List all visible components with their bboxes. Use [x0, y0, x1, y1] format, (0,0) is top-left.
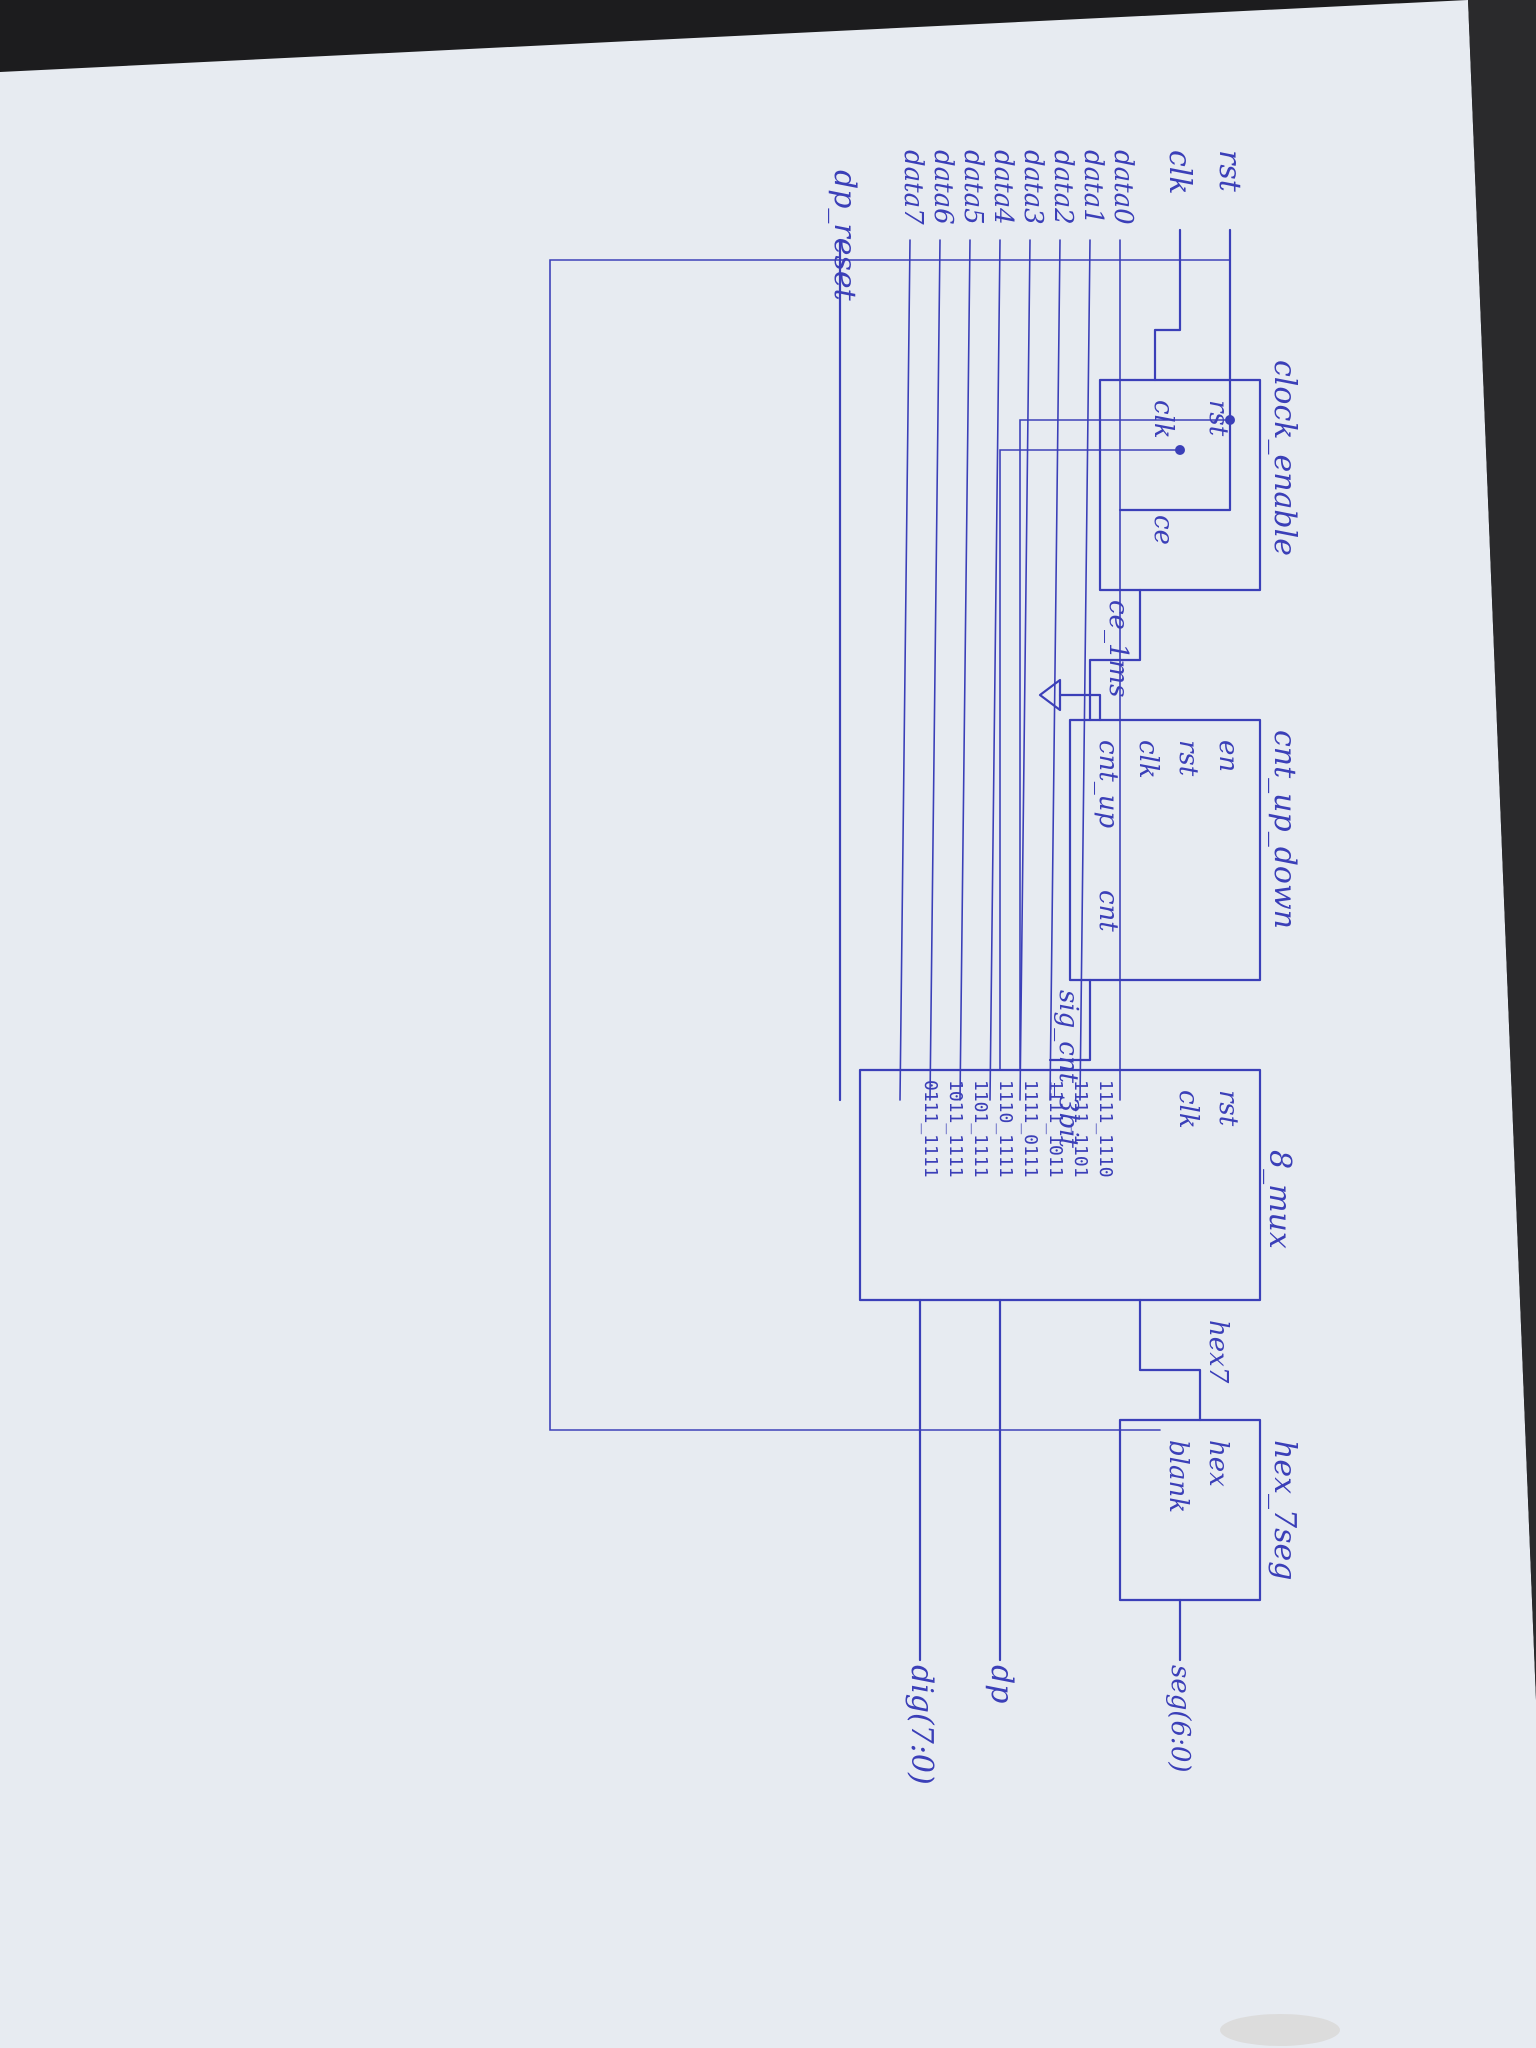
data-label-7: data7	[898, 150, 928, 225]
data-label-1: data1	[1078, 150, 1108, 225]
data-label-2: data2	[1048, 150, 1078, 225]
hex7-label: hex7	[1203, 1320, 1233, 1384]
dig-output-label: dig(7:0)	[904, 1665, 939, 1785]
data-input-labels: data0 data1 data2 data3 data4 data5 data…	[898, 150, 1138, 225]
clock-enable-output-label: ce_1ms	[1103, 600, 1133, 698]
mux-port-rst: rst	[1213, 1090, 1243, 1127]
seg-output-label: seg(6:0)	[1165, 1665, 1195, 1773]
cnt-port-clk: clk	[1133, 740, 1163, 779]
input-clk-label: clk	[1162, 150, 1197, 195]
hex-port-blank: blank	[1163, 1440, 1193, 1513]
data-label-4: data4	[988, 150, 1018, 225]
cnt-port-en: en	[1213, 740, 1243, 772]
data-label-3: data3	[1018, 150, 1048, 225]
data-label-6: data6	[928, 150, 958, 225]
mux-title: 8_mux	[1262, 1150, 1297, 1249]
cnt-up-down-title: cnt_up_down	[1267, 730, 1302, 929]
cnt-port-rst: rst	[1173, 740, 1203, 777]
input-rst-label: rst	[1212, 150, 1247, 193]
cnt-port-cnt-up: cnt_up	[1093, 740, 1123, 829]
dig-row-4: 1110_1111	[995, 1080, 1016, 1178]
clock-enable-port-rst: rst	[1203, 400, 1233, 437]
dig-row-7: 0111_1111	[920, 1080, 941, 1178]
input-dp-reset-label: dp_reset	[827, 170, 862, 302]
dig-row-0: 1111_1110	[1095, 1080, 1116, 1178]
clock-enable-title: clock_enable	[1267, 360, 1302, 556]
pen-cap	[1220, 2014, 1340, 2046]
dig-row-1: 1111_1101	[1070, 1080, 1091, 1178]
clock-enable-port-ce: ce	[1148, 515, 1178, 545]
data-label-0: data0	[1108, 150, 1138, 225]
dig-row-3: 1111_0111	[1020, 1080, 1041, 1178]
dig-row-5: 1101_1111	[970, 1080, 991, 1178]
cnt-port-cnt: cnt	[1093, 890, 1123, 932]
dig-row-6: 1011_1111	[945, 1080, 966, 1178]
mux-port-clk: clk	[1173, 1090, 1203, 1129]
hex-port-hex: hex	[1203, 1440, 1233, 1487]
dig-row-2: 1111_1011	[1045, 1080, 1066, 1178]
hex-7seg-title: hex_7seg	[1267, 1440, 1302, 1580]
data-label-5: data5	[958, 150, 988, 225]
dp-output-label: dp	[984, 1665, 1019, 1703]
